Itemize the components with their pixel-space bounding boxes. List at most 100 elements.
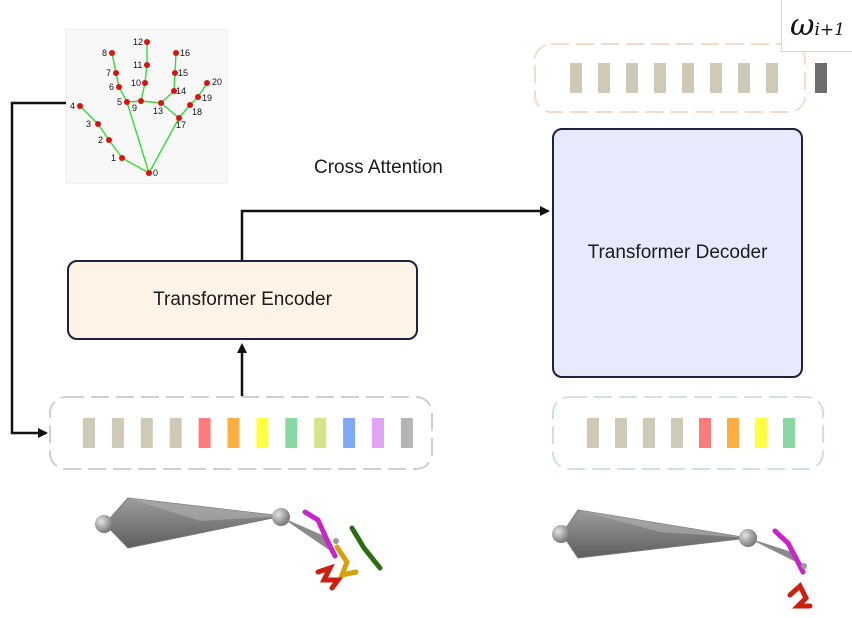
- decoder-input-token: [615, 418, 627, 448]
- input-tokens: [83, 418, 413, 448]
- hand-keypoint-label: 3: [86, 119, 91, 129]
- hand-bone: [126, 101, 150, 174]
- hand-bone: [140, 100, 162, 104]
- hand-keypoint-label: 14: [176, 86, 186, 96]
- hand-keypoint: [204, 80, 210, 86]
- transformer-encoder-label: Transformer Encoder: [153, 289, 332, 310]
- output-token: [598, 63, 610, 93]
- pose-figure-right: [552, 509, 813, 609]
- hand-keypoint-label: 1: [111, 153, 116, 163]
- hand-keypoint: [142, 80, 148, 86]
- hand-keypoint-label: 20: [212, 77, 222, 87]
- hand-keypoint: [172, 70, 178, 76]
- hand-bone: [144, 64, 148, 84]
- hand-keypoint: [116, 84, 122, 90]
- next-token: [815, 63, 827, 93]
- hand-keypoint-label: 16: [180, 48, 190, 58]
- omega-symbol: ω: [790, 8, 815, 43]
- hand-keypoint-label: 6: [109, 82, 114, 92]
- input-token: [227, 418, 240, 448]
- hand-keypoint-label: 13: [153, 106, 163, 116]
- input-token: [314, 418, 327, 448]
- hand-keypoint: [95, 121, 101, 127]
- hand-bone: [140, 82, 146, 102]
- hand-keypoint: [176, 115, 182, 121]
- hand-keypoint-label: 9: [132, 103, 137, 113]
- output-token: [710, 63, 722, 93]
- hand-bone: [148, 117, 180, 174]
- output-tokens: [570, 63, 778, 93]
- hand-keypoint: [171, 88, 177, 94]
- hand-keypoint: [146, 170, 152, 176]
- input-token: [111, 418, 124, 448]
- hand-keypoint: [158, 100, 164, 106]
- input-token: [400, 418, 413, 448]
- hand-keypoint: [144, 62, 150, 68]
- cross-attention-label: Cross Attention: [314, 157, 443, 178]
- cross-attention-arrow: [240, 206, 550, 260]
- decoder-input-token: [671, 418, 683, 448]
- hand-keypoint: [173, 50, 179, 56]
- hand-bone: [108, 139, 123, 159]
- hand-keypoint-label: 18: [192, 107, 202, 117]
- hand-keypoint-label: 12: [133, 37, 143, 47]
- hand-bone: [174, 52, 177, 74]
- hand-keypoint-label: 15: [178, 68, 188, 78]
- keypoints-to-tokens-arrow: [10, 101, 68, 438]
- hand-keypoint-label: 5: [117, 97, 122, 107]
- hand-keypoint: [106, 137, 112, 143]
- hand-keypoint-label: 8: [102, 48, 107, 58]
- decoder-input-token: [643, 418, 655, 448]
- hand-keypoint: [124, 99, 130, 105]
- output-token: [570, 63, 582, 93]
- hand-keypoint-label: 17: [176, 120, 186, 130]
- input-token: [140, 418, 153, 448]
- hand-keypoint: [138, 98, 144, 104]
- decoder-input-token: [727, 418, 739, 448]
- hand-keypoint: [77, 103, 83, 109]
- hand-keypoint-label: 4: [70, 101, 75, 111]
- hand-keypoint-label: 2: [98, 135, 103, 145]
- hand-keypoint: [195, 94, 201, 100]
- hand-keypoint-label: 7: [106, 68, 111, 78]
- transformer-encoder-box: Transformer Encoder: [67, 260, 418, 340]
- decoder-input-tokens: [587, 418, 795, 448]
- input-token: [256, 418, 269, 448]
- hand-keypoint: [187, 102, 193, 108]
- hand-keypoint: [113, 70, 119, 76]
- decoder-input-token: [699, 418, 711, 448]
- transformer-decoder-label: Transformer Decoder: [587, 242, 768, 263]
- hand-keypoint-label: 11: [133, 60, 142, 70]
- decoder-input-token: [783, 418, 795, 448]
- hand-bone: [160, 102, 180, 119]
- hand-keypoint-label: 10: [131, 78, 141, 88]
- hand-keypoint: [144, 39, 150, 45]
- output-token: [654, 63, 666, 93]
- input-token: [285, 418, 298, 448]
- output-token-container: [534, 43, 806, 113]
- hand-bone: [97, 123, 110, 141]
- input-token: [372, 418, 384, 448]
- output-token: [738, 63, 750, 93]
- output-token: [766, 63, 778, 93]
- output-token: [682, 63, 694, 93]
- hand-bone: [111, 52, 117, 74]
- input-token-container: [49, 396, 433, 470]
- decoder-input-container: [552, 396, 824, 470]
- input-token: [343, 418, 356, 448]
- hand-keypoint: [119, 155, 125, 161]
- input-token: [198, 418, 211, 448]
- hand-bone: [79, 105, 99, 125]
- hand-keypoint-label: 19: [202, 93, 212, 103]
- hand-bone: [121, 157, 150, 174]
- decoder-input-token: [755, 418, 767, 448]
- pose-figure-left: [95, 497, 383, 591]
- hand-bone: [173, 72, 176, 92]
- input-token: [169, 418, 182, 448]
- output-token: [626, 63, 638, 93]
